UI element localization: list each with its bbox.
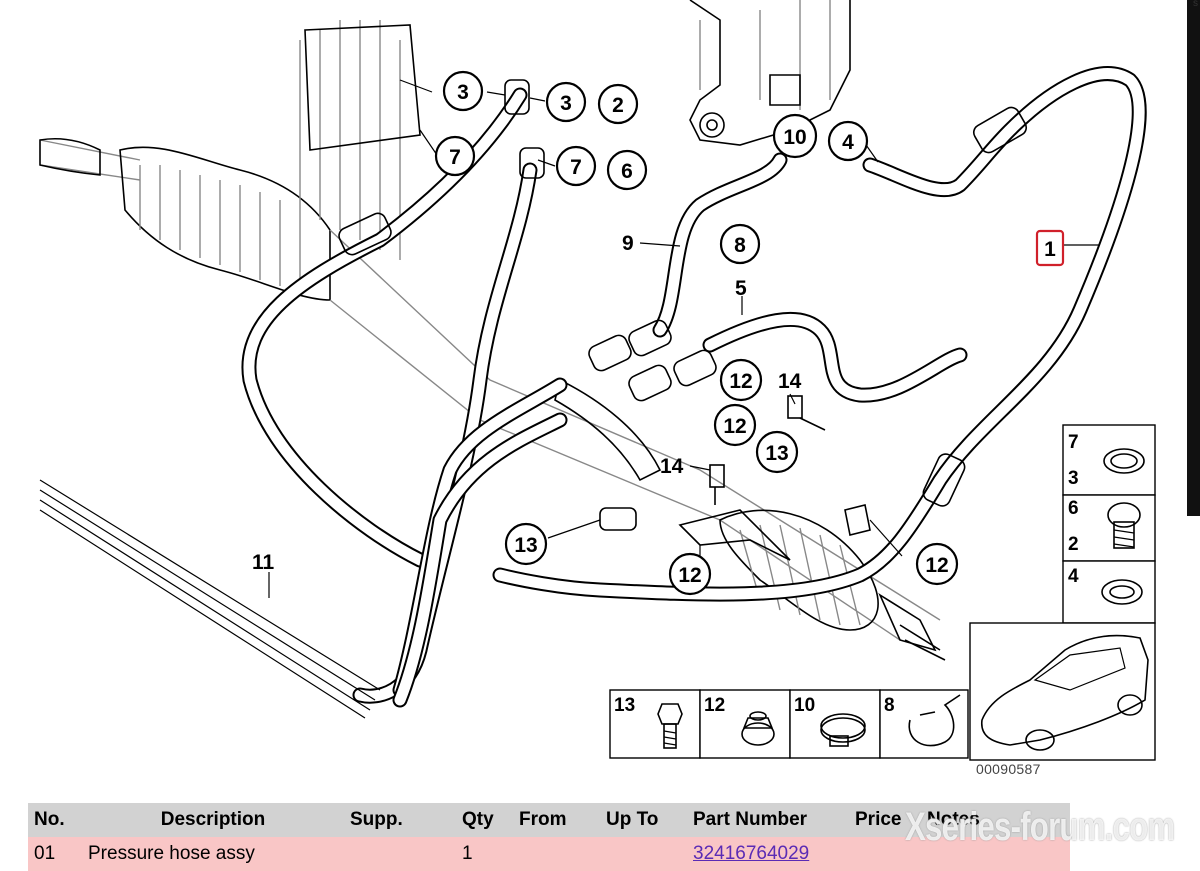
label-11: 11 — [252, 551, 275, 574]
svg-text:12: 12 — [729, 370, 752, 393]
cell-notes — [921, 837, 1070, 871]
col-supp: Supp. — [344, 803, 456, 837]
scrollbar[interactable] — [1187, 0, 1200, 516]
svg-text:2: 2 — [1068, 534, 1079, 555]
clip-icon — [908, 694, 961, 747]
bracket-icon — [678, 395, 871, 561]
bolt-icon — [657, 703, 683, 749]
label-14b: 14 — [660, 455, 684, 478]
hose-clamp-icon — [820, 713, 866, 747]
cell-supp — [344, 837, 456, 871]
label-14a: 14 — [778, 370, 802, 393]
cell-no: 01 — [28, 837, 82, 871]
car-silhouette-icon — [969, 622, 1156, 761]
return-hose — [652, 152, 968, 403]
svg-text:3: 3 — [1068, 468, 1079, 489]
svg-text:10: 10 — [783, 126, 806, 149]
label-5: 5 — [735, 277, 747, 300]
svg-text:8: 8 — [734, 234, 746, 257]
svg-text:7: 7 — [449, 146, 461, 169]
power-steering-pump-icon — [689, 0, 851, 146]
diagram-id: 00090587 — [976, 761, 1041, 777]
callout-1-highlight: 1 — [1035, 229, 1065, 267]
svg-text:3: 3 — [560, 92, 572, 115]
cell-qty: 1 — [456, 837, 513, 871]
steering-rack-icon — [39, 20, 946, 661]
callout-13b: 13 — [504, 522, 548, 566]
parts-table: No. Description Supp. Qty From Up To Par… — [28, 803, 1070, 871]
callout-2: 2 — [597, 83, 639, 125]
label-9: 9 — [622, 232, 634, 255]
svg-text:12: 12 — [723, 415, 746, 438]
svg-text:13: 13 — [765, 442, 788, 465]
col-up-to: Up To — [600, 803, 687, 837]
corner-label: s — [1193, 0, 1198, 9]
pressure-hose — [492, 66, 1147, 602]
cell-price — [849, 837, 921, 871]
svg-text:6: 6 — [1068, 498, 1079, 519]
svg-text:1: 1 — [1044, 238, 1056, 261]
svg-text:7: 7 — [570, 156, 582, 179]
callout-8: 8 — [719, 223, 761, 265]
hose-fittings-icon — [338, 79, 1028, 531]
cooler-lines — [241, 87, 568, 708]
callout-3b: 3 — [545, 81, 587, 123]
col-part-number: Part Number — [687, 803, 849, 837]
part-number-link[interactable]: 32416764029 — [693, 843, 810, 864]
callout-7a: 7 — [434, 135, 476, 177]
table-row: 01 Pressure hose assy 1 32416764029 — [28, 837, 1070, 871]
callout-12a: 12 — [719, 358, 763, 402]
col-from: From — [513, 803, 600, 837]
col-description: Description — [82, 803, 344, 837]
legend-right: 7 3 6 2 4 — [1062, 424, 1156, 624]
callout-12c: 12 — [668, 552, 712, 596]
seal-ring-icon — [1101, 579, 1143, 605]
cell-part-number: 32416764029 — [687, 837, 849, 871]
svg-text:12: 12 — [925, 554, 948, 577]
cell-up-to — [600, 837, 687, 871]
callout-12b: 12 — [713, 403, 757, 447]
col-no: No. — [28, 803, 82, 837]
cell-from — [513, 837, 600, 871]
callout-3a: 3 — [442, 70, 484, 112]
legend-bottom: 13 12 10 8 — [609, 689, 969, 759]
col-notes: Notes — [921, 803, 1070, 837]
parts-diagram: 3 3 2 7 7 6 10 4 9 8 1 5 12 14 12 13 14 … — [39, 0, 1156, 761]
svg-text:13: 13 — [614, 695, 635, 716]
svg-text:10: 10 — [794, 695, 815, 716]
svg-text:12: 12 — [678, 564, 701, 587]
svg-text:4: 4 — [1068, 566, 1079, 587]
svg-text:4: 4 — [842, 131, 854, 154]
callout-6: 6 — [606, 149, 648, 191]
svg-text:7: 7 — [1068, 432, 1079, 453]
table-header-row: No. Description Supp. Qty From Up To Par… — [28, 803, 1070, 837]
svg-text:3: 3 — [457, 81, 469, 104]
callout-12d: 12 — [915, 542, 959, 586]
col-qty: Qty — [456, 803, 513, 837]
svg-text:2: 2 — [612, 94, 624, 117]
callout-13a: 13 — [755, 430, 799, 474]
svg-text:8: 8 — [884, 695, 895, 716]
svg-text:12: 12 — [704, 695, 725, 716]
svg-text:13: 13 — [514, 534, 537, 557]
callout-7b: 7 — [555, 145, 597, 187]
washer-icon — [1103, 448, 1145, 474]
banjo-bolt-icon — [1107, 502, 1141, 549]
col-price: Price — [849, 803, 921, 837]
cooler-tube-11 — [39, 479, 381, 719]
callout-10: 10 — [772, 113, 818, 159]
callout-4: 4 — [827, 120, 869, 162]
svg-text:6: 6 — [621, 160, 633, 183]
cell-description: Pressure hose assy — [82, 837, 344, 871]
nut-icon — [741, 711, 775, 746]
